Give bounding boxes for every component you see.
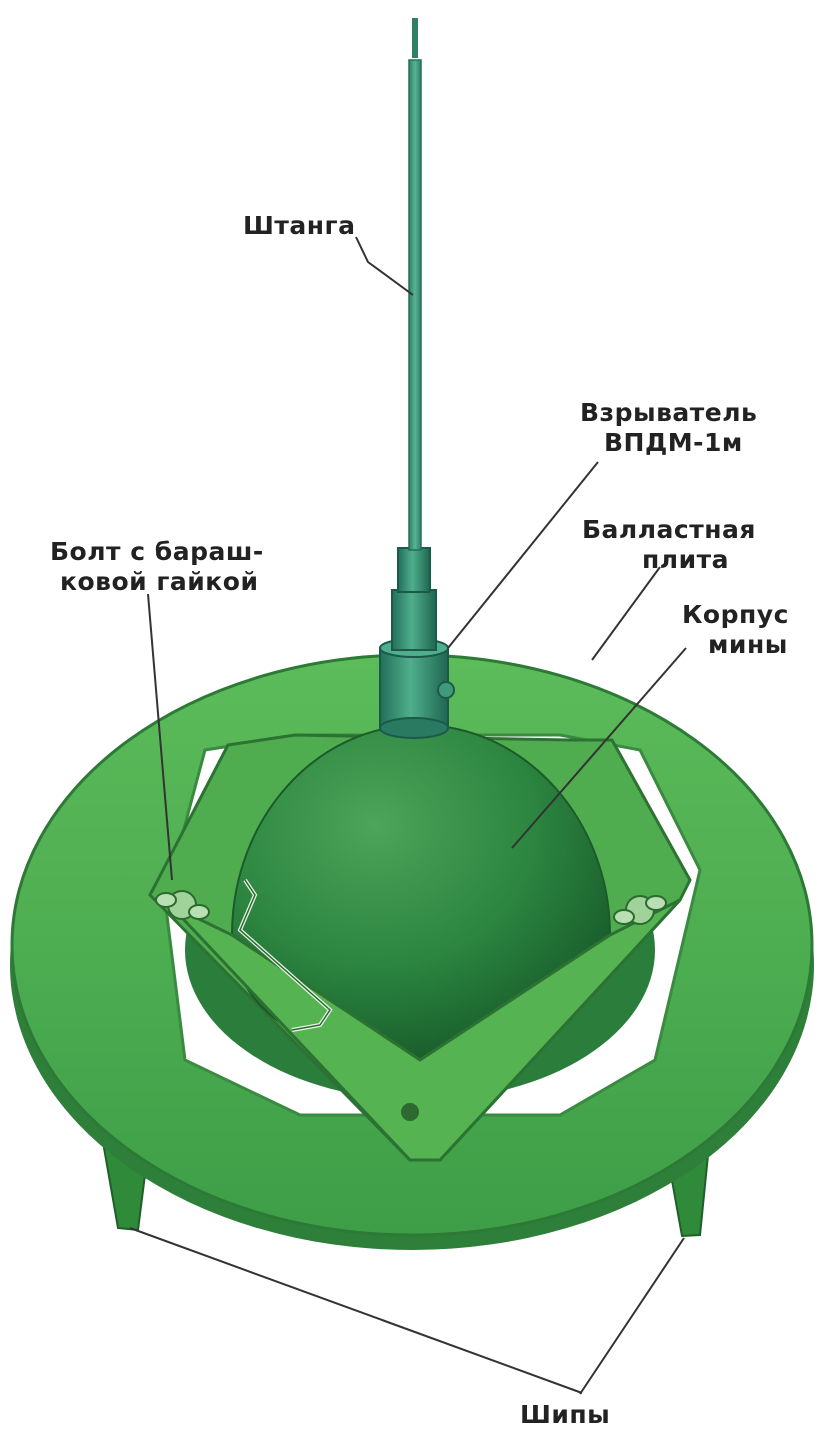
label-fuze: Взрыватель ВПДМ-1м [580,398,757,458]
label-spikes: Шипы [520,1400,610,1430]
label-plate: Балластная плита [582,515,756,575]
label-body-line1: Корпус [682,600,789,630]
label-rod-text: Штанга [243,211,355,241]
label-fuze-line2: ВПДМ-1м [580,428,757,458]
leader-spikes-right [580,1238,684,1394]
rod [409,60,421,550]
label-rod: Штанга [243,211,355,241]
leader-fuze [448,462,598,648]
leader-plate [592,567,660,660]
label-fuze-line1: Взрыватель [580,398,757,428]
label-bolt: Болт с бараш- ковой гайкой [50,537,264,597]
label-bolt-line1: Болт с бараш- [50,537,264,567]
label-spikes-text: Шипы [520,1400,610,1430]
rod-tip [412,18,418,58]
leader-rod [356,237,413,295]
label-bolt-line2: ковой гайкой [50,567,264,597]
clamp-hole [401,1103,419,1121]
label-plate-line1: Балластная [582,515,756,545]
leader-spikes-left [130,1228,582,1393]
label-body-line2: мины [682,630,789,660]
fuze [380,548,454,738]
label-body: Корпус мины [682,600,789,660]
label-plate-line2: плита [582,545,756,575]
